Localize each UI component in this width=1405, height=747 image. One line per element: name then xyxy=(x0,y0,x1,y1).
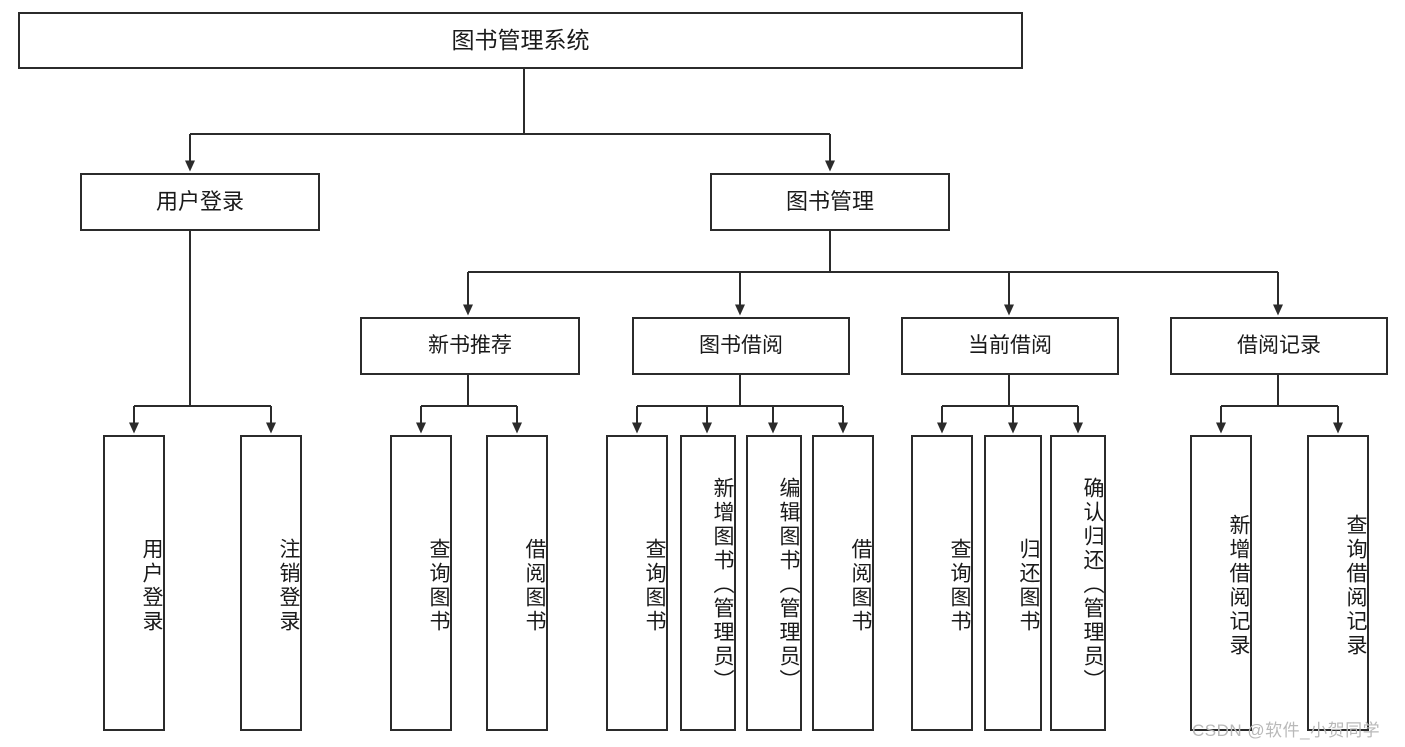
leaf-query-borrow-record[interactable]: 查询借阅记录 xyxy=(1307,435,1369,731)
leaf-confirm-return-admin[interactable]: 确认归还（管理员） xyxy=(1050,435,1106,731)
leaf-edit-book-admin[interactable]: 编辑图书（管理员） xyxy=(746,435,802,731)
leaf-query-books-current[interactable]: 查询图书 xyxy=(911,435,973,731)
leaf-query-books-borrow[interactable]: 查询图书 xyxy=(606,435,668,731)
node-borrow-records[interactable]: 借阅记录 xyxy=(1170,317,1388,375)
leaf-logout[interactable]: 注销登录 xyxy=(240,435,302,731)
leaf-borrow-books-recommend[interactable]: 借阅图书 xyxy=(486,435,548,731)
leaf-user-login[interactable]: 用户登录 xyxy=(103,435,165,731)
node-user-login[interactable]: 用户登录 xyxy=(80,173,320,231)
node-root[interactable]: 图书管理系统 xyxy=(18,12,1023,69)
node-current-borrowing[interactable]: 当前借阅 xyxy=(901,317,1119,375)
node-new-book-recommendation[interactable]: 新书推荐 xyxy=(360,317,580,375)
leaf-query-books-recommend[interactable]: 查询图书 xyxy=(390,435,452,731)
leaf-add-book-admin[interactable]: 新增图书（管理员） xyxy=(680,435,736,731)
leaf-return-books[interactable]: 归还图书 xyxy=(984,435,1042,731)
node-book-borrowing[interactable]: 图书借阅 xyxy=(632,317,850,375)
csdn-watermark: CSDN @软件_小贺同学 xyxy=(1192,721,1381,740)
leaf-add-borrow-record[interactable]: 新增借阅记录 xyxy=(1190,435,1252,731)
leaf-borrow-books[interactable]: 借阅图书 xyxy=(812,435,874,731)
node-book-management[interactable]: 图书管理 xyxy=(710,173,950,231)
